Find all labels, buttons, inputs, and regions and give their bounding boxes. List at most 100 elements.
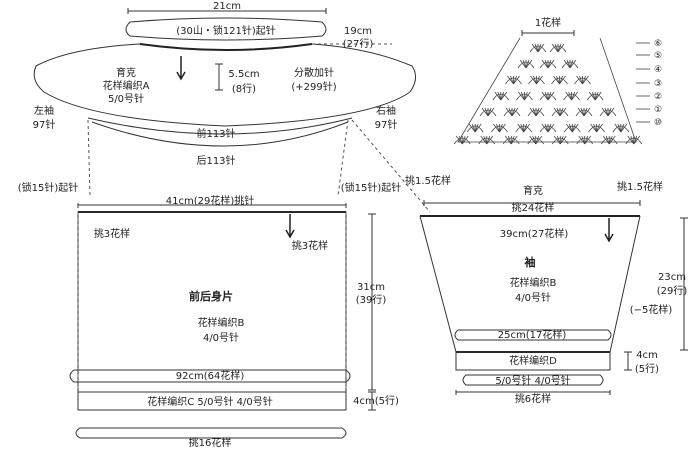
chart-row-mark: ④ (654, 65, 662, 75)
chart-stitch-stroke (530, 75, 537, 85)
chart-stitch-stroke (633, 135, 641, 145)
yoke-bottom-edge (87, 117, 353, 135)
chart-stitch-stroke (602, 135, 610, 145)
sleeve-cuff (455, 351, 611, 371)
chart-stitch-stroke (471, 123, 476, 133)
sleeve-cuff-pick-line (455, 390, 611, 395)
chart-stitch-stroke (559, 75, 566, 85)
chart-stitch-stroke (505, 107, 513, 117)
chart-stitch-stroke (535, 107, 543, 117)
chart-stitch-stroke (522, 59, 527, 69)
sleeve-direction-arrow (604, 218, 614, 243)
sleeve-pick-line (423, 200, 641, 206)
chart-title: 1花样 (535, 16, 561, 29)
chart-stitch-stroke (608, 135, 616, 145)
chart-stitch-stroke (571, 91, 578, 101)
chart-row-mark: ③ (654, 79, 662, 89)
chart-stitch-stroke (594, 91, 602, 101)
sleeve-decrease: (−5花样) (630, 303, 673, 316)
chart-stitch-stroke (556, 107, 561, 117)
chart-stitch-stroke (461, 135, 469, 145)
yoke-height-line (215, 63, 223, 91)
sleeve-cuff-needles: 5/0号针 4/0号针 (495, 374, 570, 387)
chart-stitch-stroke (577, 107, 585, 117)
yoke-needle: 5/0号针 (108, 92, 144, 105)
yoke-neck-bracket (125, 17, 327, 41)
sleeve-top-width: 39cm(27花样) (500, 227, 569, 240)
chart-stitch-stroke (541, 91, 549, 101)
body-bottom-width: 92cm(64花样) (176, 369, 245, 382)
chart-stitch-stroke (556, 135, 561, 145)
body-left-start: (锁15针)起针 (18, 181, 79, 194)
yoke-section: 21cm (30山・锁121针)起针 19cm (27行) 育克 花样编织A 5… (33, 1, 431, 213)
chart-stitch-stroke (497, 91, 502, 101)
chart-stitch-stroke (524, 91, 531, 101)
chart-stitch-stroke (547, 91, 555, 101)
chart-stitch-stroke (557, 43, 565, 53)
body-top-dimension-line (77, 203, 347, 208)
chart-stitch-stroke (529, 107, 537, 117)
chart-repeat-bracket (521, 30, 575, 36)
sleeve-cuff-label: 花样编织D (509, 354, 557, 367)
connector-right-sleeve (351, 119, 431, 213)
chart-row-mark: ① (654, 105, 662, 115)
chart-stitch-stroke (553, 135, 561, 145)
chart-stitch-stroke (541, 123, 549, 133)
sleeve-height-rows: (29行) (657, 284, 688, 297)
chart-stitch-stroke (520, 123, 525, 133)
body-pick-right: 挑3花样 (292, 239, 328, 252)
yoke-top-width: 21cm (213, 1, 241, 12)
chart-stitch-stroke (535, 135, 543, 145)
chart-stitch-stroke (565, 91, 572, 101)
chart-stitch-stroke (455, 135, 463, 145)
yoke-title: 育克 (116, 66, 136, 79)
chart-stitch-stroke (620, 123, 628, 133)
chart-stitch-stroke (507, 135, 512, 145)
body-hem-height-line (368, 391, 376, 411)
sleeve-yoke-label: 育克 (523, 184, 543, 197)
chart-stitch-stroke (547, 59, 555, 69)
chart-stitch-stroke (579, 75, 583, 85)
chart-stitch-stroke (532, 135, 537, 145)
body-side-seams (77, 212, 347, 392)
chart-stitch-stroke (584, 135, 592, 145)
chart-stitch-stroke (504, 135, 512, 145)
chart-stitch-stroke (484, 107, 489, 117)
chart-stitch-stroke (500, 91, 508, 101)
yoke-height-rows: (8行) (232, 82, 256, 95)
sleeve-height: 23cm (658, 272, 686, 283)
chart-stitch-stroke (513, 75, 520, 85)
chart-stitch-stroke (559, 107, 567, 117)
chart-stitch-stroke (523, 123, 531, 133)
chart-stitch-stroke (627, 135, 635, 145)
chart-stitch-stroke (590, 123, 597, 133)
yoke-back-curve (91, 121, 349, 147)
chart-stitch-stroke (571, 123, 579, 133)
connector-left (87, 119, 91, 197)
chart-stitch-stroke (521, 91, 525, 101)
chart-stitch-stroke (481, 107, 489, 117)
body-bottom-bracket (69, 369, 351, 383)
chart-row-mark: ⑤ (654, 51, 662, 61)
chart-stitch-stroke (458, 135, 463, 145)
chart-stitch-stroke (468, 123, 476, 133)
yoke-right-sleeve-count: 97针 (375, 118, 398, 131)
chart-stitch-stroke (510, 75, 514, 85)
yoke-front-count: 前113针 (196, 127, 235, 140)
chart-stitch-stroke (508, 107, 513, 117)
chart-stitch-stroke (487, 107, 495, 117)
chart-stitch-stroke (544, 123, 549, 133)
yoke-outline (33, 43, 416, 127)
sleeve-cuff-pick: 挑6花样 (515, 392, 551, 405)
chart-stitch-stroke (630, 135, 635, 145)
body-hem-label: 花样编织C 5/0号针 4/0号针 (147, 395, 273, 408)
chart-stitch-stroke (576, 75, 583, 85)
chart-stitch-stroke (544, 91, 549, 101)
body-height-line (368, 213, 376, 391)
sleeve-bottom-bracket (454, 329, 612, 341)
body-hem-pick-bracket (75, 427, 347, 439)
chart-stitch-stroke (517, 123, 525, 133)
chart-stitch-stroke (483, 135, 488, 145)
